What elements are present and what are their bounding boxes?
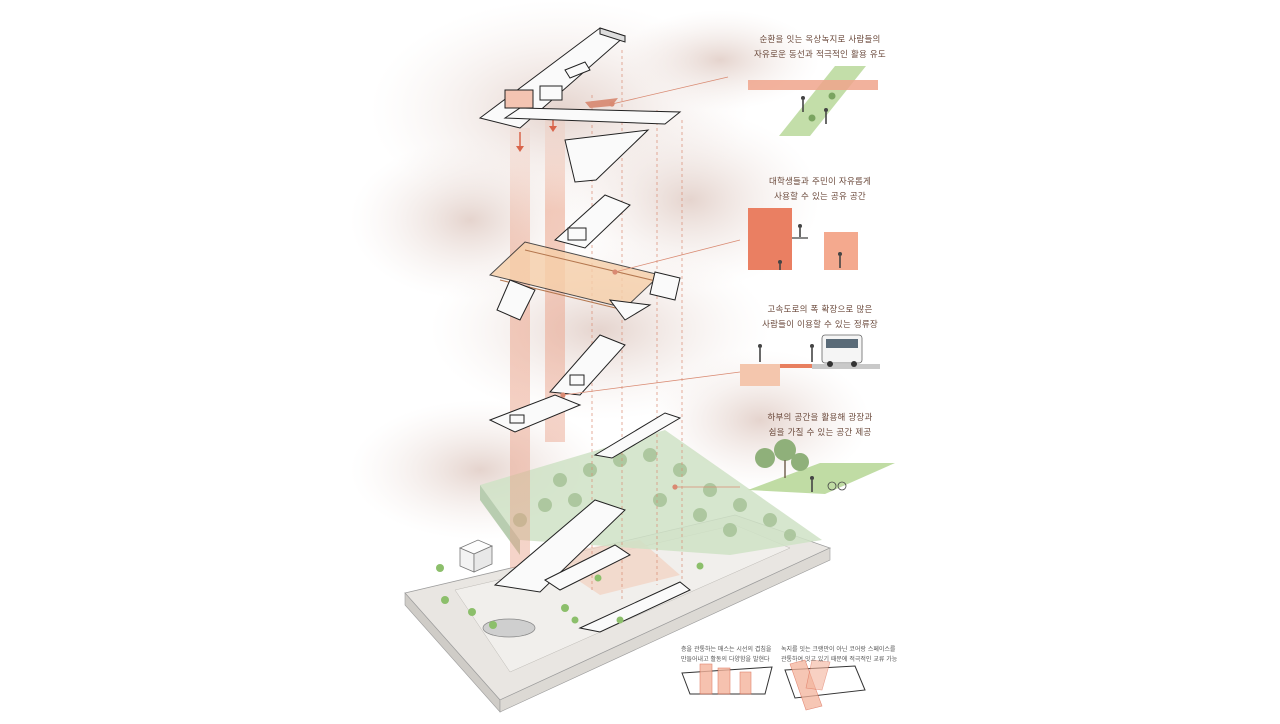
- concept-diagram-left: [681, 663, 773, 695]
- level-2: [488, 334, 626, 433]
- vignette-rooftop: [748, 66, 878, 136]
- annotation-lower-plaza: 하부의 공간을 활용해 광장과 쉼을 가질 수 있는 공간 제공: [767, 413, 873, 438]
- vignette-shared: [748, 208, 858, 270]
- leader-lines: [560, 76, 741, 490]
- site-trees: [436, 562, 704, 629]
- level-shared: [488, 194, 681, 321]
- annotation-shared-space: 대학생들과 주민이 자유롭게 사용할 수 있는 공유 공간: [768, 177, 872, 202]
- small-building: [459, 539, 493, 573]
- vignette-plaza: [748, 439, 895, 494]
- level-1: [493, 412, 691, 633]
- annotation-rooftop-green: 순환을 잇는 옥상녹지로 사람들의 자유로운 동선과 적극적인 활용 유도: [754, 35, 886, 60]
- note-right: 녹지를 잇는 크랭만이 아닌 코어랑 스페이스를 관통하여 잇고 있기 때문에 …: [781, 646, 898, 663]
- vertical-voids: [510, 112, 565, 568]
- concept-diagram-right: [784, 659, 866, 711]
- level-roof: [478, 27, 682, 183]
- note-left: 층을 관통하는 매스는 시선의 겹침을 만들어내고 활동의 다양함을 발현다: [681, 646, 772, 663]
- vignette-bus-stop: [740, 334, 880, 386]
- annotation-bus-stop: 고속도로의 폭 확장으로 많은 사람들이 이용할 수 있는 정류장: [762, 305, 878, 330]
